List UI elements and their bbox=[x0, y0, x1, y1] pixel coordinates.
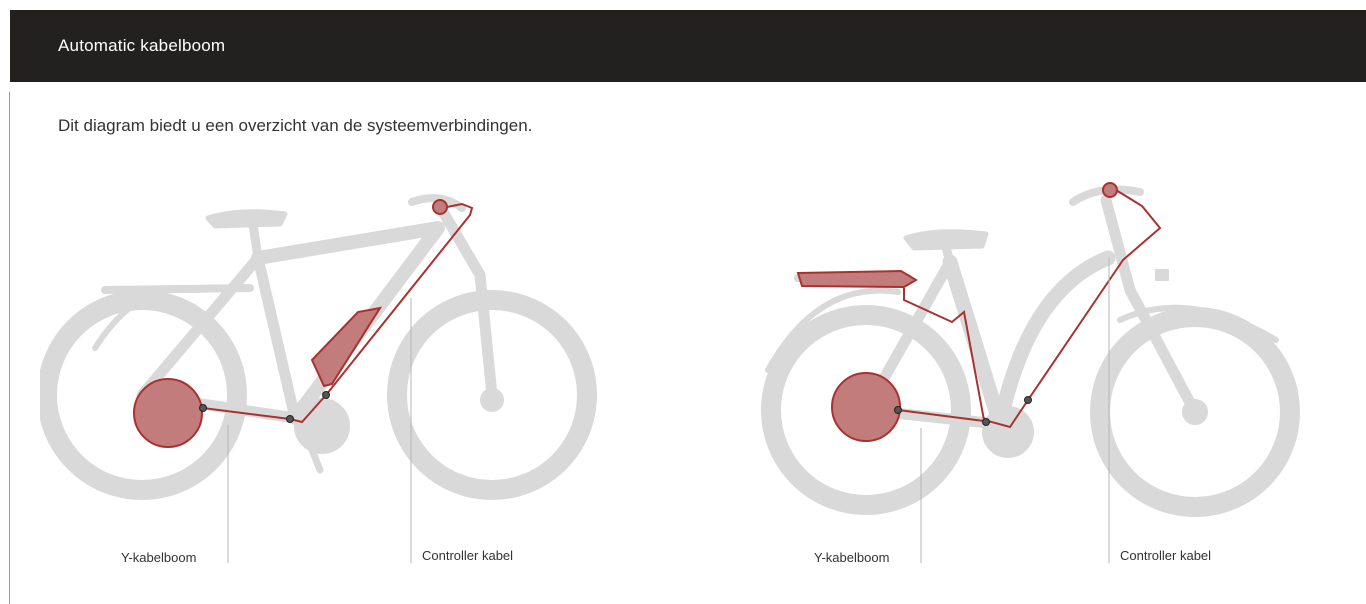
hub-motor-highlight bbox=[831, 372, 901, 442]
page-header: Automatic kabelboom bbox=[10, 10, 1366, 82]
hub-motor-highlight bbox=[133, 378, 203, 448]
controller-cable-label: Controller kabel bbox=[1120, 548, 1212, 563]
cable-path bbox=[903, 189, 1162, 429]
bike-silhouette bbox=[761, 185, 1300, 517]
headlight bbox=[1155, 269, 1169, 281]
intro-text: Dit diagram biedt u een overzicht van de… bbox=[58, 116, 533, 135]
controller-display-highlight bbox=[432, 199, 448, 215]
connectors bbox=[199, 391, 330, 423]
saddle bbox=[903, 229, 989, 251]
battery-highlight bbox=[796, 269, 918, 289]
saddle bbox=[205, 209, 288, 229]
mid-drive-housing bbox=[982, 406, 1034, 458]
connector-node bbox=[286, 415, 294, 423]
bike-silhouette bbox=[40, 194, 597, 500]
connector-node bbox=[894, 406, 902, 414]
bike-illustration-mens bbox=[40, 194, 597, 563]
fork bbox=[436, 204, 498, 401]
bike-illustration-step-through bbox=[761, 182, 1300, 563]
connector-node bbox=[1024, 396, 1032, 404]
wiring-diagram-step-through-bike: Y-kabelboom Controller kabel bbox=[738, 170, 1308, 590]
rear-fender bbox=[92, 285, 201, 351]
fork bbox=[1100, 194, 1201, 418]
front-hub bbox=[1182, 399, 1208, 425]
front-fender bbox=[442, 294, 573, 333]
rear-triangle bbox=[136, 252, 301, 424]
controller-display-highlight bbox=[1102, 182, 1118, 198]
highlighted-components bbox=[796, 182, 1118, 442]
leader-lines bbox=[227, 298, 412, 563]
y-harness-label: Y-kabelboom bbox=[814, 550, 890, 565]
connectors bbox=[894, 396, 1032, 426]
controller-cable-label: Controller kabel bbox=[422, 548, 514, 563]
mid-drive-housing bbox=[294, 398, 350, 454]
cable-path-hub bbox=[897, 409, 985, 422]
connector-node bbox=[982, 418, 990, 426]
leader-lines bbox=[920, 258, 1110, 563]
rear-fender bbox=[765, 287, 901, 373]
connector-node bbox=[322, 391, 330, 399]
battery-highlight bbox=[310, 306, 383, 388]
page-title: Automatic kabelboom bbox=[58, 36, 226, 55]
front-hub bbox=[480, 388, 504, 412]
front-wheel bbox=[1090, 307, 1300, 517]
wiring-diagram-mens-bike: Y-kabelboom Controller kabel bbox=[40, 170, 610, 590]
connector-node bbox=[199, 404, 207, 412]
kickstand bbox=[308, 446, 324, 474]
content-left-border bbox=[9, 92, 10, 604]
y-harness-label: Y-kabelboom bbox=[121, 550, 197, 565]
rear-wheel bbox=[761, 305, 971, 515]
front-fender bbox=[1117, 304, 1279, 343]
highlighted-components bbox=[133, 199, 448, 448]
